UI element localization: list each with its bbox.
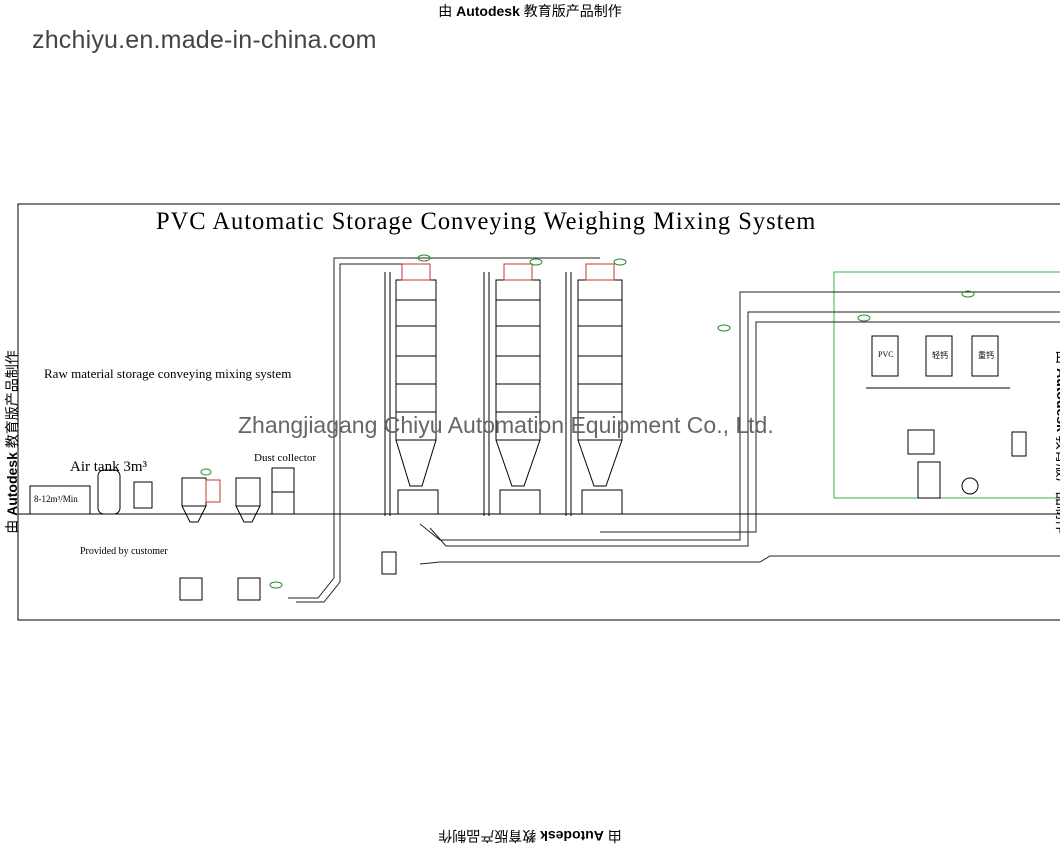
bin-label-light-calcium: 轻钙 (932, 351, 948, 360)
bin-label-heavy-calcium: 重钙 (978, 351, 994, 360)
silo-1 (384, 263, 439, 516)
raw-material-label: Raw material storage conveying mixing sy… (44, 366, 292, 381)
site-watermark: zhchiyu.en.made-in-china.com (32, 26, 377, 54)
autodesk-stamp-top: 由 Autodesk 教育版产品制作 (438, 3, 622, 19)
flow-rate-label: 8-12m³/Min (34, 494, 78, 504)
annotation-bubbles (200, 254, 975, 589)
air-tank-label: Air tank 3m³ (70, 459, 147, 475)
conveying-pipes (288, 257, 1060, 603)
mixing-unit (866, 335, 1010, 499)
bin-label-pvc: PVC (878, 350, 894, 359)
drawing-frame (17, 203, 1060, 621)
company-watermark: Zhangjiagang Chiyu Automation Equipment … (238, 412, 774, 438)
mixer-area-frame (833, 271, 1060, 499)
provided-by-customer-label: Provided by customer (80, 546, 168, 557)
dust-collector-label: Dust collector (254, 452, 317, 464)
air-compressor (29, 431, 1027, 601)
silo-3 (565, 263, 623, 516)
silo-2 (483, 263, 541, 516)
drawing-title: PVC Automatic Storage Conveying Weighing… (156, 208, 817, 235)
